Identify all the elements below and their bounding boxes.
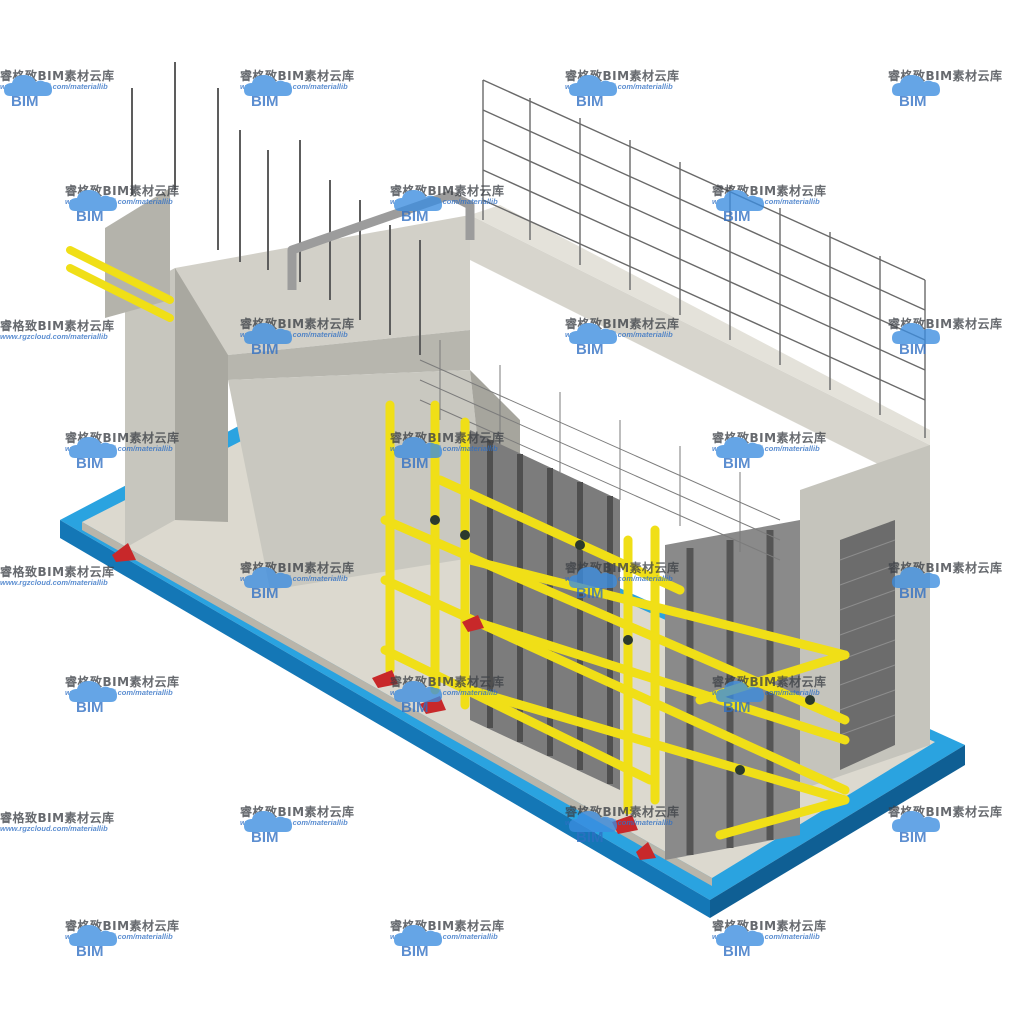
base-platform-side — [710, 745, 965, 918]
left-brace — [66, 246, 174, 322]
back-wall-top — [470, 205, 930, 445]
left-column-front — [125, 268, 175, 548]
support-bases — [112, 543, 656, 860]
rebar-grid — [482, 79, 926, 438]
inner-mesh — [419, 340, 781, 561]
pipe — [287, 190, 475, 290]
beam-underside — [228, 330, 470, 380]
beam-front — [175, 215, 470, 355]
brick-mortar-lines — [839, 539, 896, 736]
brick-panel — [840, 520, 895, 770]
scaffold-couplers — [430, 515, 815, 775]
left-column-cap — [105, 188, 170, 318]
slab-edge — [82, 522, 712, 886]
base-platform-front — [60, 520, 710, 918]
back-wall-face — [470, 215, 930, 490]
